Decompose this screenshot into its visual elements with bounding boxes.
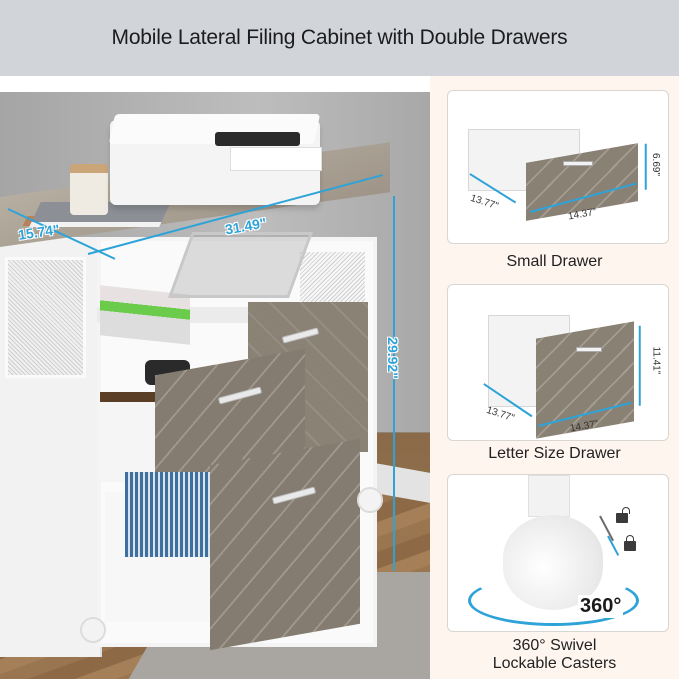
depth-dimension-label: 13.77": [468, 192, 500, 213]
caster-wheel: [503, 515, 603, 610]
height-dimension-line: [639, 325, 641, 406]
letter-drawer-card: 13.77" 14.37" 11.41": [447, 284, 669, 441]
lock-closed-icon: [624, 535, 636, 551]
caster-wheel: [357, 487, 383, 513]
main-product-image: 15.74" 31.49" 29.92": [0, 92, 430, 679]
drawer-handle: [563, 161, 593, 166]
letter-drawer-label: Letter Size Drawer: [488, 445, 621, 462]
lock-open-icon: [616, 507, 630, 523]
casters-label-line1: 360° Swivel: [512, 637, 597, 654]
rotation-label: 360°: [578, 595, 624, 618]
file-drawer-front: [210, 438, 360, 651]
height-dimension-label: 29.92": [384, 337, 401, 379]
casters-card: 360°: [447, 474, 669, 632]
casters-label-line2: Lockable Casters: [492, 655, 617, 672]
height-dimension-label: 6.69": [650, 152, 662, 177]
page-title: Mobile Lateral Filing Cabinet with Doubl…: [111, 26, 568, 49]
small-drawer-card: 13.77" 14.37" 6.69": [447, 90, 669, 244]
caster-post: [528, 475, 570, 517]
features-panel: 13.77" 14.37" 6.69" Small Drawer 13.77" …: [430, 76, 679, 679]
hanging-files: [125, 472, 225, 557]
height-dimension-line: [645, 143, 647, 190]
height-dimension-line: [393, 196, 395, 571]
printer-control-panel: [215, 132, 300, 146]
side-mesh-panel: [5, 257, 86, 378]
header-banner: Mobile Lateral Filing Cabinet with Doubl…: [0, 0, 679, 76]
rotate-arrow-icon: [468, 575, 639, 626]
printer-paper: [230, 147, 322, 171]
small-drawer-box: [100, 392, 160, 482]
unlock-arrow-icon: [599, 515, 615, 542]
caster-wheel: [80, 617, 106, 643]
depth-dimension-label: 13.77": [484, 404, 516, 425]
drawer-handle: [576, 347, 602, 352]
small-drawer-label: Small Drawer: [506, 253, 603, 270]
storage-jar: [70, 164, 108, 215]
height-dimension-label: 11.41": [650, 346, 662, 375]
document-tray: [167, 232, 314, 298]
